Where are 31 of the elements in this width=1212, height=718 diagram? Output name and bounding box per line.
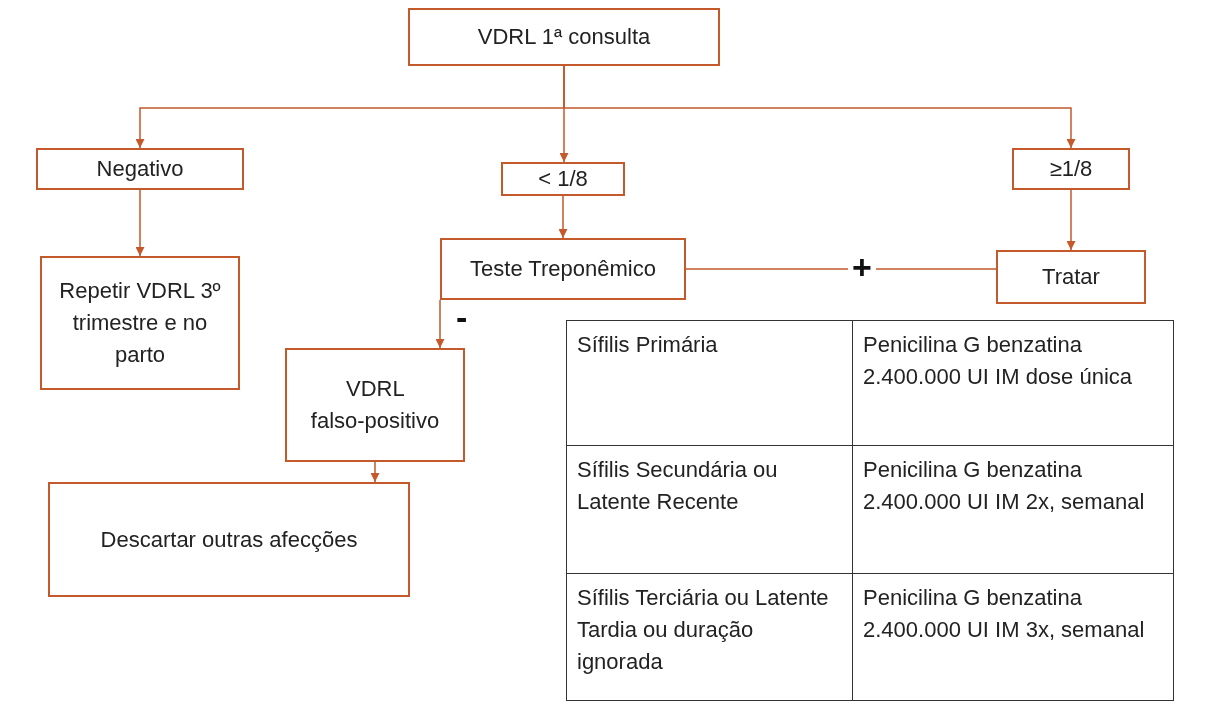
- table-cell: Sífilis Primária: [566, 320, 853, 446]
- process-box: [285, 348, 465, 462]
- table-cell: Penicilina G benzatina 2.400.000 UI IM dose única: [852, 320, 1174, 446]
- arrow: [370, 461, 380, 483]
- node-text: Negativo: [96, 155, 184, 184]
- connector-line: [685, 268, 997, 270]
- node-text: Repetir VDRL 3º trimestre e no parto: [58, 277, 222, 369]
- arrow: [135, 189, 145, 257]
- process-box: [440, 238, 686, 300]
- table-cell: Penicilina G benzatina 2.400.000 UI IM 3x, semanal: [852, 573, 1174, 701]
- arrow: [1066, 189, 1076, 251]
- node-text: Descartar outras afecções: [100, 525, 358, 554]
- node-text: < 1/8: [538, 165, 588, 194]
- node-text: Teste Treponêmico: [470, 255, 656, 284]
- node-text: VDRL falso-positivo: [309, 375, 441, 435]
- table-cell: Penicilina G benzatina 2.400.000 UI IM 2x, semanal: [852, 445, 1174, 574]
- process-box: [48, 482, 410, 597]
- process-box: [408, 8, 720, 66]
- table-cell: Sífilis Secundária ou Latente Recente: [566, 445, 853, 574]
- arrow: [563, 65, 1076, 149]
- table-cell: Sífilis Terciária ou Latente Tardia ou duração ignorada: [566, 573, 853, 701]
- process-box: [36, 148, 244, 190]
- arrow: [558, 195, 568, 239]
- process-box: [501, 162, 625, 196]
- node-text: VDRL 1ª consulta: [477, 23, 651, 52]
- node-text: ≥1/8: [1049, 155, 1093, 184]
- arrow: [435, 299, 445, 349]
- process-box: [40, 256, 240, 390]
- process-box: [1012, 148, 1130, 190]
- process-box: [996, 250, 1146, 304]
- node-text: Tratar: [1042, 263, 1100, 292]
